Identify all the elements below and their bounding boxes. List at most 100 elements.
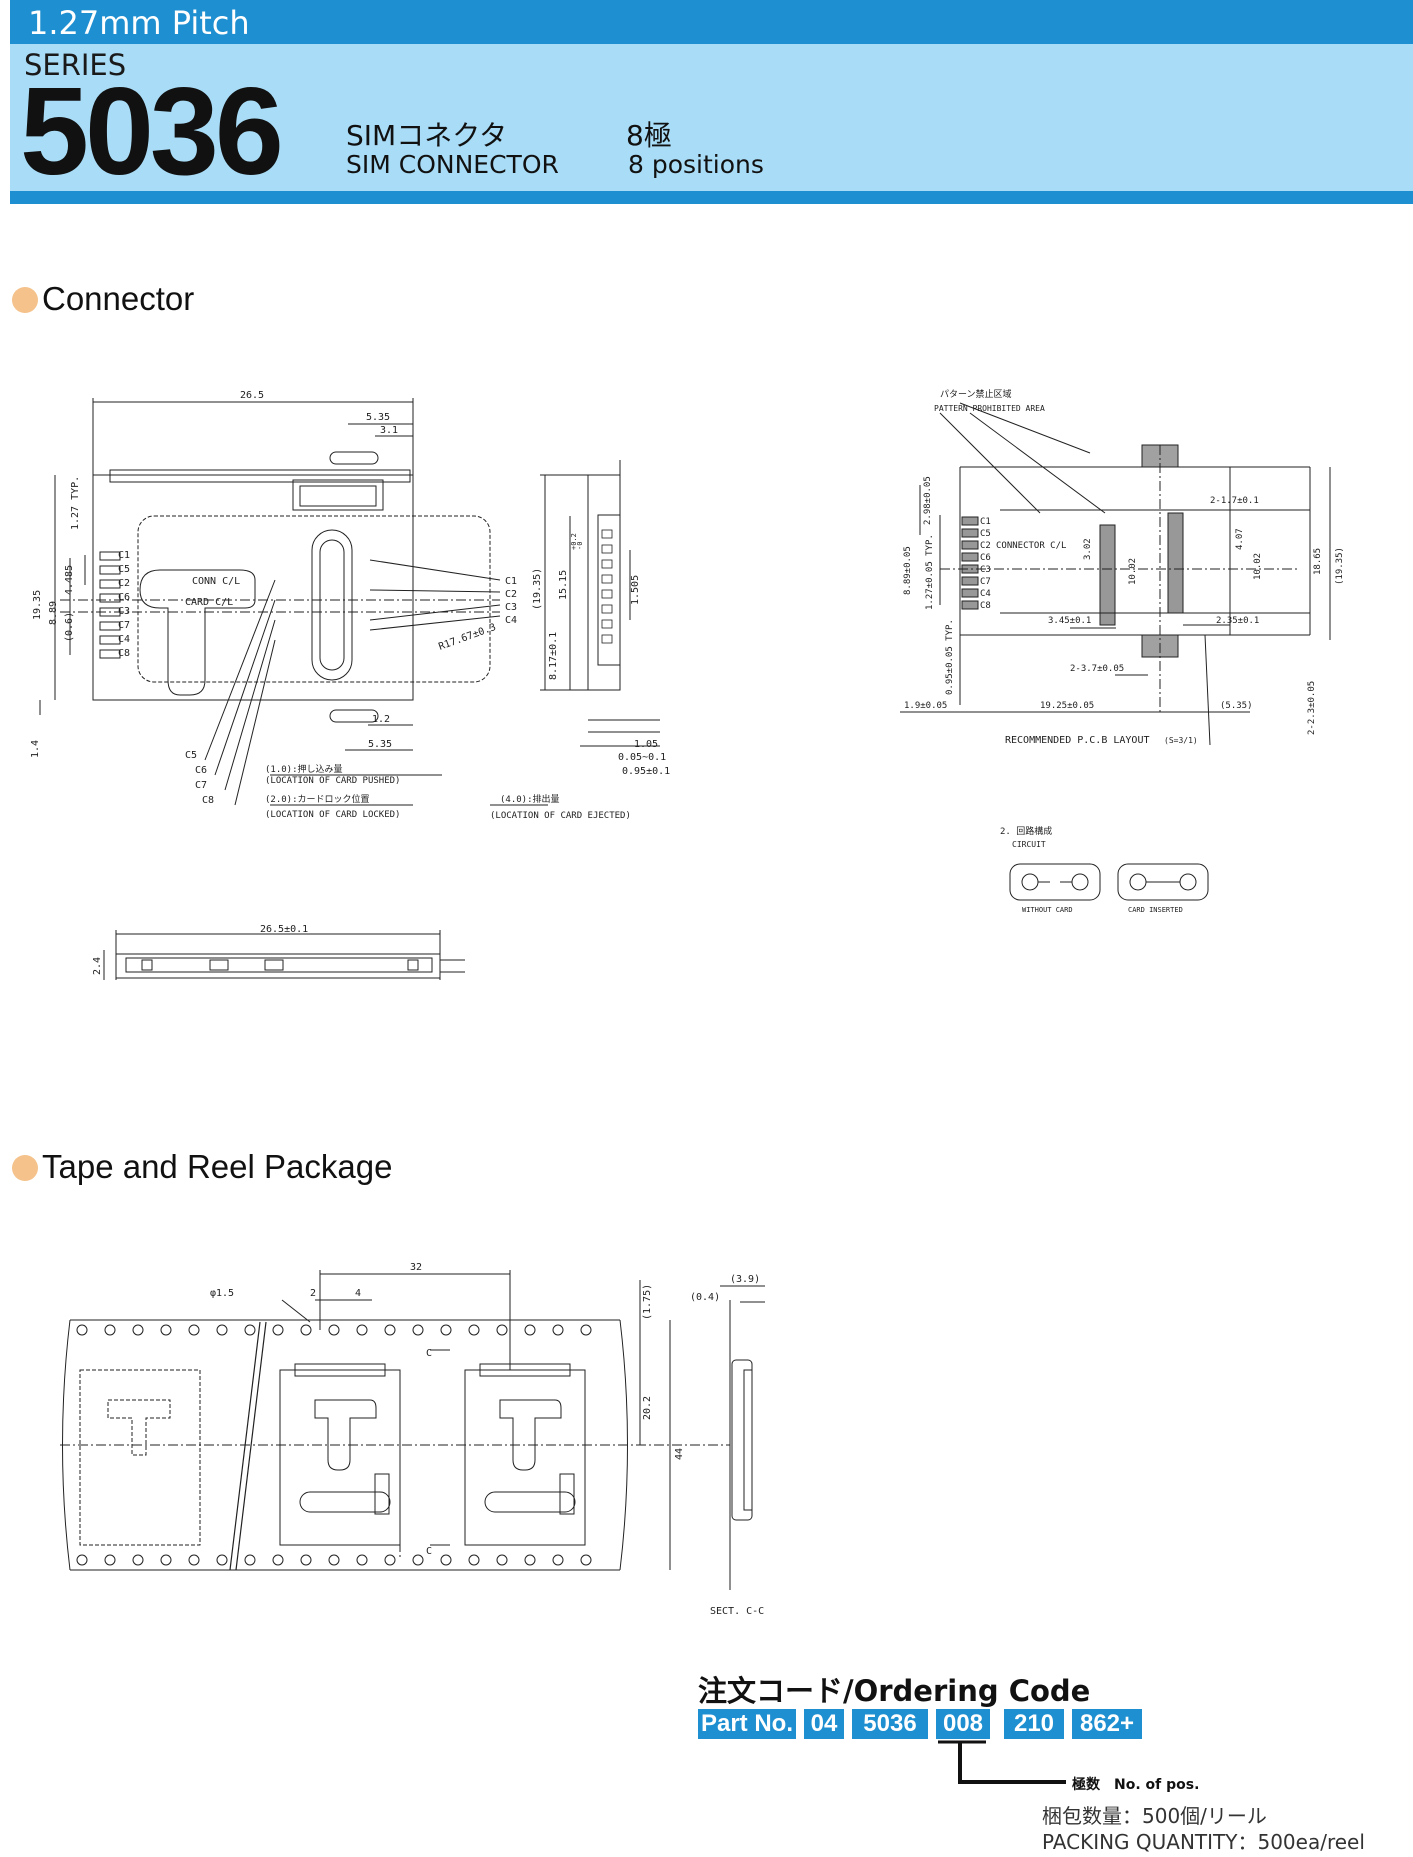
packing-quantity-jp: 梱包数量：500個/リール <box>1042 1804 1267 1828</box>
positions-callout <box>938 1740 1066 1784</box>
loc-locked-jp: (2.0):カードロック位置 <box>265 793 370 805</box>
series-band-bottom <box>10 191 1413 204</box>
series-band <box>10 44 1413 204</box>
no-of-pos-jp: 極数 <box>1072 1777 1100 1793</box>
pcb-dim: 19.25±0.05 <box>1040 701 1094 711</box>
pcb-pin: C6 <box>980 553 991 563</box>
series-label: SERIES <box>24 48 127 82</box>
dim-8-17: 8.17±0.1 <box>548 632 559 680</box>
section-c-c-label: SECT. C-C <box>710 1606 764 1617</box>
pin-label: C1 <box>118 550 130 561</box>
pcb-dim: 0.95±0.05 TYP. <box>945 619 955 695</box>
dim-1-505: 1.505 <box>630 575 641 605</box>
part-no-label: Part No. <box>698 1709 796 1739</box>
code-chip: 04 <box>804 1709 844 1739</box>
tape-dim: 4 <box>355 1288 361 1299</box>
code-chip-positions: 008 <box>936 1709 990 1739</box>
dim-19-35: 19.35 <box>32 590 43 620</box>
loc-ejected-jp: (4.0):排出量 <box>500 793 560 805</box>
pcb-dim: 1.9±0.05 <box>904 701 947 711</box>
pcb-dim: 2-1.7±0.1 <box>1210 496 1259 506</box>
pcb-dim: 2-2.3±0.05 <box>1307 681 1317 735</box>
tape-dim: (0.4) <box>690 1292 720 1303</box>
pin-label: C1 <box>505 576 517 587</box>
bullet-icon <box>12 287 38 313</box>
tape-dim: 32 <box>410 1262 422 1273</box>
section-mark-c: C <box>426 1546 432 1557</box>
conn-cl-label: CONN C/L <box>192 576 240 587</box>
dim-3-1: 3.1 <box>380 425 398 436</box>
code-chip: 210 <box>1004 1709 1064 1739</box>
pin-label: C8 <box>118 648 130 659</box>
dim-0-05: 0.05~0.1 <box>618 752 666 763</box>
pcb-dim: 18.65 <box>1313 548 1323 575</box>
pin-label: C7 <box>195 780 207 791</box>
dim-r17-67: R17.67±0.3 <box>437 622 497 653</box>
pcb-layout-drawing: パターン禁止区域 PATTERN PROHIBITED AREA C1 C5 C… <box>900 388 1345 746</box>
packing-quantity-en: PACKING QUANTITY：500ea/reel <box>1042 1830 1365 1854</box>
product-name-jp: SIMコネクタ <box>346 119 508 152</box>
loc-pushed-jp: (1.0):押し込み量 <box>265 763 343 775</box>
no-of-pos-label: 極数 No. of pos. <box>1072 1774 1199 1794</box>
dim-2-4: 2.4 <box>92 957 103 975</box>
dim-tol-minus: -0 <box>576 542 584 550</box>
dim-19-35-side: (19.35) <box>532 568 543 610</box>
pitch-label: 1.27mm Pitch <box>28 4 250 42</box>
code-chip: 862+ <box>1072 1709 1142 1739</box>
dim-1-05: 1.05 <box>634 739 658 750</box>
dim-0-6: (0.6) <box>64 612 75 642</box>
dim-26-5-side: 26.5±0.1 <box>260 924 308 935</box>
dim-8-89: 8.89 <box>48 601 59 625</box>
pin-label: C4 <box>118 634 130 645</box>
dim-1-2: 1.2 <box>372 714 390 725</box>
bullet-icon <box>12 1155 38 1181</box>
circuit-diagram: 2. 回路構成 CIRCUIT WITHOUT CARD CARD INSERT… <box>1000 825 1209 914</box>
card-cl-label: CARD C/L <box>185 597 233 608</box>
product-name-en: SIM CONNECTOR <box>346 150 559 179</box>
dim-1-27-typ: 1.27 TYP. <box>70 476 81 530</box>
pcb-pin: C8 <box>980 601 991 611</box>
pcb-pin: C2 <box>980 541 991 551</box>
loc-ejected-en: (LOCATION OF CARD EJECTED) <box>490 811 631 821</box>
tape-dim: 2 <box>310 1288 316 1299</box>
no-of-pos-en: No. of pos. <box>1114 1777 1200 1793</box>
pattern-jp: パターン禁止区域 <box>940 388 1012 400</box>
pin-label: C6 <box>118 592 130 603</box>
card-inserted-label: CARD INSERTED <box>1128 906 1183 914</box>
dim-tol-plus: +0.2 <box>570 533 578 550</box>
positions-en: 8 positions <box>628 150 764 179</box>
pcb-dim: 10.02 <box>1128 558 1138 585</box>
pcb-pin: C7 <box>980 577 991 587</box>
pin-label: C4 <box>505 615 517 626</box>
pin-label: C5 <box>185 750 197 761</box>
pin-label: C5 <box>118 564 130 575</box>
loc-locked-en: (LOCATION OF CARD LOCKED) <box>265 810 400 820</box>
positions-jp: 8極 <box>626 119 672 152</box>
pitch-bar <box>10 0 1413 44</box>
code-chip: 5036 <box>852 1709 928 1739</box>
pcb-dim: (19.35) <box>1335 547 1345 585</box>
pcb-pin: C3 <box>980 565 991 575</box>
dim-5-35-bottom: 5.35 <box>368 739 392 750</box>
dim-4-485: 4.485 <box>64 565 75 595</box>
pcb-pin: C4 <box>980 589 991 599</box>
dim-0-95: 0.95±0.1 <box>622 766 670 777</box>
section-connector-title: Connector <box>42 280 195 317</box>
section-tape-reel-title: Tape and Reel Package <box>42 1148 393 1185</box>
pin-label: C6 <box>195 765 207 776</box>
pcb-dim: 4.07 <box>1235 528 1245 550</box>
pcb-dim: (5.35) <box>1220 701 1253 711</box>
pin-label: C3 <box>505 602 517 613</box>
circuit-title-en: CIRCUIT <box>1012 840 1046 849</box>
pcb-dim: 3.02 <box>1083 538 1093 560</box>
pcb-dim: 10.02 <box>1253 553 1263 580</box>
without-card-label: WITHOUT CARD <box>1022 906 1073 914</box>
dim-26-5: 26.5 <box>240 390 264 401</box>
dim-1-4: 1.4 <box>30 740 41 758</box>
tape-dim: φ1.5 <box>210 1288 234 1299</box>
ordering-code-title: 注文コード/Ordering Code <box>698 1674 1091 1708</box>
circuit-title-jp: 2. 回路構成 <box>1000 825 1052 837</box>
tape-dim: (3.9) <box>730 1274 760 1285</box>
section-mark-c: C <box>426 1348 432 1359</box>
pcb-dim: 1.27±0.05 TYP. <box>925 534 935 610</box>
